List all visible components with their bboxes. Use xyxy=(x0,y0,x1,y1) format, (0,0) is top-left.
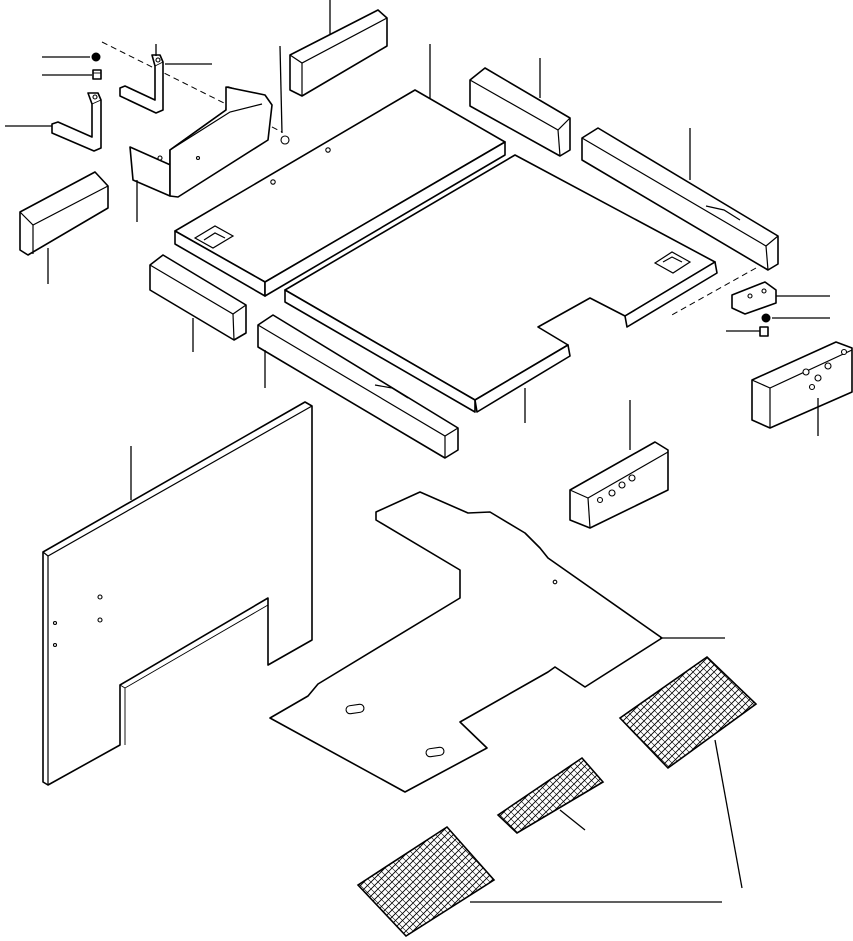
side-block-lower xyxy=(569,400,669,529)
end-pad-left xyxy=(19,171,109,284)
top-pad xyxy=(289,0,388,97)
bolt-icon xyxy=(92,69,102,80)
screw-icon xyxy=(759,326,769,337)
bracket-upper-left xyxy=(119,44,212,114)
mount-plate xyxy=(726,281,830,337)
mesh-leader-group xyxy=(470,739,743,903)
fastener-group-left xyxy=(42,41,283,133)
washer-icon xyxy=(91,52,101,62)
mesh-pad-large xyxy=(618,655,758,770)
side-strip-front-right xyxy=(257,314,459,459)
floor-panel-right xyxy=(284,154,718,423)
floor-panel-left xyxy=(174,44,506,297)
mesh-pad-lower xyxy=(356,825,496,938)
side-strip-front-left xyxy=(149,254,247,352)
mesh-pad-small xyxy=(496,756,605,834)
floor-mat xyxy=(269,491,725,793)
nut-icon xyxy=(761,313,771,323)
cover-plate xyxy=(129,45,290,222)
rear-wall-panel xyxy=(42,401,313,786)
assembly-centerline xyxy=(101,41,283,133)
side-strip-rear-right xyxy=(581,127,779,317)
side-strip-rear-top xyxy=(469,58,571,157)
bracket-lower-left xyxy=(5,92,102,152)
side-block-right xyxy=(751,341,853,436)
